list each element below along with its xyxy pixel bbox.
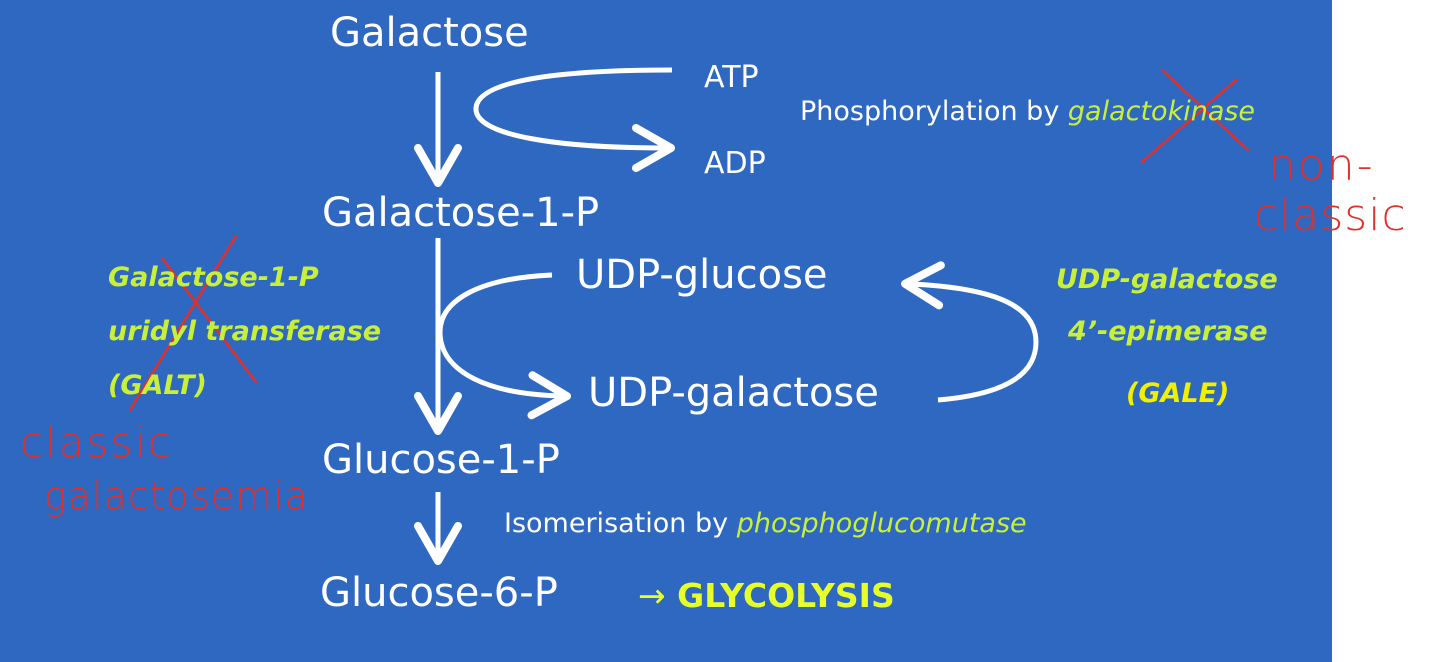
arrow-udpglucose-to-udpgalactose xyxy=(437,272,571,420)
enzyme-phosphoglucomutase: phosphoglucomutase xyxy=(736,508,1027,539)
arrow-gale-cycle xyxy=(901,261,1039,403)
enzyme-galt-line3: (GALT) xyxy=(108,370,207,401)
glycolysis-arrow: → xyxy=(638,576,666,615)
label-phosphorylation: Phosphorylation by galactokinase xyxy=(800,96,1255,127)
cofactor-adp: ADP xyxy=(704,146,766,181)
cross-galt xyxy=(128,234,258,412)
enzyme-galt-line1: Galactose-1-P xyxy=(108,262,319,293)
cofactor-atp: ATP xyxy=(704,60,759,95)
annotation-classic-left: classic xyxy=(20,418,174,467)
metabolite-glucose-6-p: Glucose-6-P xyxy=(320,570,558,616)
annotation-classic-right: classic xyxy=(1254,190,1407,241)
label-isomerisation: Isomerisation by phosphoglucomutase xyxy=(504,508,1027,539)
label-isomerisation-prefix: Isomerisation by xyxy=(504,508,737,539)
glycolysis-text: GLYCOLYSIS xyxy=(677,576,895,615)
label-phosphorylation-prefix: Phosphorylation by xyxy=(800,96,1068,127)
enzyme-gale-line3: (GALE) xyxy=(1126,378,1230,409)
enzyme-gale-line2: 4’-epimerase xyxy=(1068,316,1268,347)
annotation-non: non- xyxy=(1268,140,1375,191)
enzyme-galactokinase: galactokinase xyxy=(1067,96,1256,127)
metabolite-udp-glucose: UDP-glucose xyxy=(576,252,828,298)
metabolite-galactose-1-p: Galactose-1-P xyxy=(322,190,600,236)
metabolite-udp-galactose: UDP-galactose xyxy=(588,370,879,416)
glycolysis-label: → GLYCOLYSIS xyxy=(638,576,895,615)
enzyme-galt-line2: uridyl transferase xyxy=(108,316,382,347)
cross-galactokinase xyxy=(1140,68,1250,164)
diagram-background xyxy=(0,0,1332,662)
arrow-atp-to-adp xyxy=(473,67,675,172)
annotation-galactosemia: galactosemia xyxy=(44,474,310,518)
metabolite-galactose: Galactose xyxy=(330,10,529,56)
metabolite-glucose-1-p: Glucose-1-P xyxy=(322,437,560,483)
enzyme-gale-line1: UDP-galactose xyxy=(1056,264,1278,295)
